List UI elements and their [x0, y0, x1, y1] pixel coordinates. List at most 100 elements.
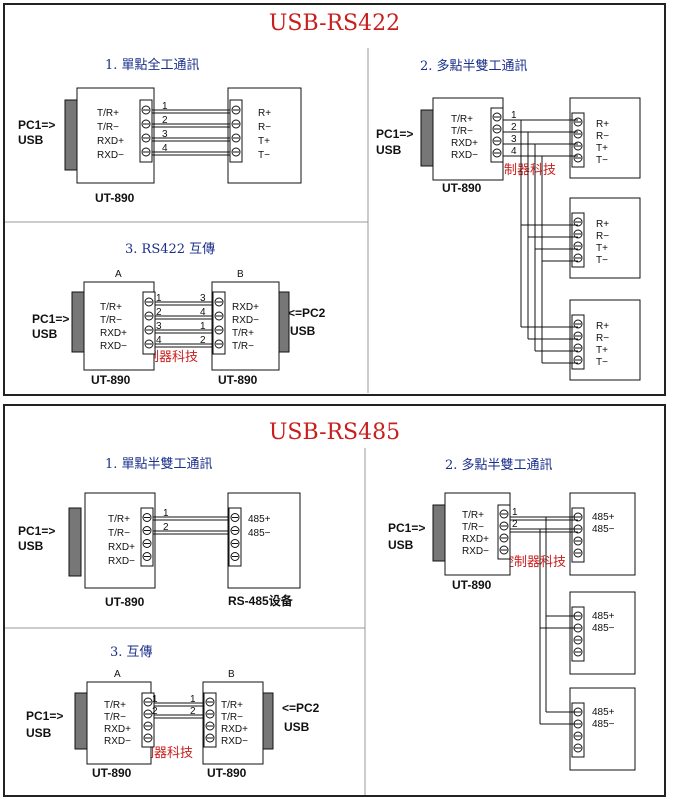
- pin-label: RXD−: [100, 341, 127, 352]
- pin-label: T/R+: [97, 108, 119, 119]
- pin-label: RXD+: [104, 724, 131, 735]
- wire-number: 1: [156, 293, 162, 304]
- pin-label: R−: [596, 333, 609, 344]
- pin-label: T−: [596, 155, 608, 166]
- pin-label: T/R+: [451, 114, 473, 125]
- pin-label: T/R+: [100, 302, 122, 313]
- rs422-title: USB-RS422: [268, 11, 401, 36]
- rs422-sec1-title: 1. 單點全工通訊: [105, 57, 200, 73]
- pc1-label: PC1=>: [26, 709, 63, 723]
- rs485-sec3-title: 3. 互傳: [110, 645, 153, 660]
- rs485-sec1-title: 1. 單點半雙工通訊: [105, 457, 213, 472]
- rs485-panel: USB-RS485: [3, 404, 666, 797]
- pin-label: RXD+: [100, 328, 127, 339]
- pin-label: T+: [596, 143, 608, 154]
- ut890-caption: UT-890: [218, 373, 258, 387]
- terminal-block: [212, 291, 226, 355]
- ut890-caption: UT-890: [95, 191, 135, 205]
- wire-number: 2: [152, 706, 158, 717]
- terminal-block: [142, 291, 156, 355]
- wire-number: 3: [156, 321, 162, 332]
- pin-label: T/R−: [221, 712, 243, 723]
- pin-label: T/R+: [108, 514, 130, 525]
- usb-label: USB: [26, 726, 52, 740]
- pin-label: 485−: [248, 528, 271, 539]
- rs422-sec3-title: 3. RS422 互傳: [125, 242, 215, 257]
- usb-label: USB: [388, 538, 414, 552]
- pc1-label: PC1=>: [18, 524, 55, 538]
- usb-plug: [432, 504, 446, 562]
- terminal-block: [490, 107, 504, 163]
- rs485-title: USB-RS485: [268, 420, 401, 445]
- usb-plug: [420, 109, 434, 167]
- pin-label: T/R−: [451, 126, 473, 137]
- usb-label: USB: [290, 324, 316, 338]
- pin-label: 485+: [592, 611, 615, 622]
- terminal-block: [571, 606, 585, 662]
- wire-number: 3: [511, 134, 517, 145]
- terminal-block: [228, 507, 242, 567]
- usb-plug: [74, 692, 88, 750]
- pin-label: RXD−: [451, 150, 478, 161]
- usb-label: USB: [18, 133, 44, 147]
- pin-label: R−: [596, 131, 609, 142]
- pin-label: RXD−: [221, 736, 248, 747]
- pin-label: T/R−: [104, 712, 126, 723]
- wire-number: 1: [511, 110, 517, 121]
- terminal-block: [140, 507, 154, 567]
- terminal-block: [203, 692, 217, 748]
- pin-label: RXD+: [462, 534, 489, 545]
- pin-label: R+: [596, 321, 609, 332]
- pc1-label: PC1=>: [388, 521, 425, 535]
- wire-number: 4: [162, 143, 168, 154]
- wire-number: 2: [200, 335, 206, 346]
- pin-label: RXD+: [108, 542, 135, 553]
- pin-label: R+: [258, 108, 271, 119]
- pc1-label: PC1=>: [32, 312, 69, 326]
- rs485-sec2-title: 2. 多點半雙工通訊: [445, 457, 553, 473]
- pin-label: T+: [596, 345, 608, 356]
- ut890-caption: UT-890: [207, 766, 247, 780]
- wire-number: 1: [200, 321, 206, 332]
- pin-label: T/R−: [100, 315, 122, 326]
- usb-plug: [68, 507, 82, 577]
- terminal-block: [139, 99, 153, 163]
- pin-label: T/R+: [221, 700, 243, 711]
- usb-plug: [64, 99, 78, 171]
- pin-label: RXD−: [108, 556, 135, 567]
- wire-number: 4: [200, 307, 206, 318]
- usb-plug: [262, 692, 274, 750]
- wire-number: 2: [162, 115, 168, 126]
- pin-label: RXD+: [221, 724, 248, 735]
- usb-label: USB: [18, 539, 44, 553]
- wire-number: 1: [152, 694, 158, 705]
- rs422-side-a: A: [115, 269, 122, 280]
- pin-label: RXD+: [97, 136, 124, 147]
- terminal-block: [571, 702, 585, 758]
- pin-label: T+: [258, 136, 270, 147]
- pin-label: 485+: [592, 512, 615, 523]
- pin-label: RXD−: [104, 736, 131, 747]
- ut890-box: [86, 681, 152, 765]
- pin-label: T/R+: [232, 328, 254, 339]
- terminal-block: [571, 112, 585, 168]
- pin-label: RXD−: [462, 546, 489, 557]
- ut890-caption: UT-890: [92, 766, 132, 780]
- pin-label: 485−: [592, 623, 615, 634]
- ut890-caption: UT-890: [452, 578, 492, 592]
- pin-label: T−: [596, 357, 608, 368]
- terminal-block: [571, 507, 585, 563]
- rs422-side-b: B: [237, 269, 244, 280]
- pin-label: RXD+: [232, 302, 259, 313]
- wire-number: 4: [511, 146, 517, 157]
- wire-number: 1: [190, 694, 196, 705]
- pin-label: T/R−: [97, 122, 119, 133]
- pin-label: RXD−: [97, 150, 124, 161]
- terminal-block: [141, 692, 155, 748]
- terminal-block: [229, 99, 243, 163]
- pin-label: T/R+: [462, 510, 484, 521]
- pin-label: T−: [258, 150, 270, 161]
- ut890-box: [83, 281, 155, 371]
- wire-number: 3: [162, 129, 168, 140]
